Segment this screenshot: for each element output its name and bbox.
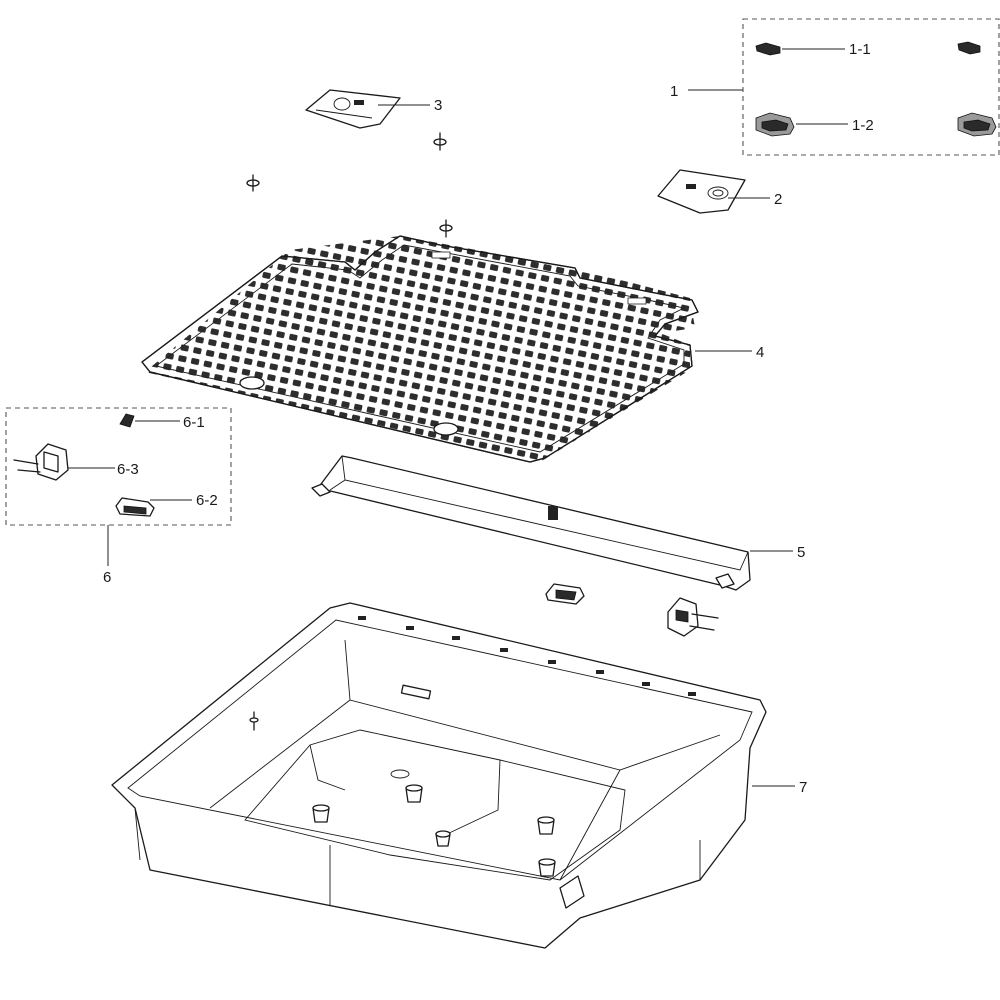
callout-1-1: 1-1	[849, 41, 871, 58]
rail-part-5: 5	[311, 455, 805, 591]
clip-part-1-1-left	[755, 42, 781, 56]
connector-part-6-3: 6-3	[13, 443, 139, 481]
callout-5: 5	[797, 544, 805, 561]
callout-6-3: 6-3	[117, 461, 139, 478]
screw-b	[246, 174, 260, 192]
cover-part-2: 2	[657, 169, 782, 214]
tub-posts	[312, 784, 556, 877]
callout-6-2: 6-2	[196, 492, 218, 509]
clip-part-1-1-right	[957, 41, 981, 55]
cover-part-3: 3	[305, 89, 442, 129]
loose-connector	[667, 597, 719, 637]
callout-3: 3	[434, 97, 442, 114]
kit-box-6: 6	[5, 407, 232, 586]
screw-a	[433, 132, 447, 151]
screw-c	[439, 219, 453, 238]
callout-1-2: 1-2	[852, 117, 874, 134]
pin-part-6-1: 6-1	[119, 413, 205, 431]
callout-2: 2	[774, 191, 782, 208]
callout-7: 7	[799, 779, 807, 796]
kit-box-1: 1	[670, 18, 1000, 156]
callout-6-1: 6-1	[183, 414, 205, 431]
callout-6: 6	[103, 569, 111, 586]
block-part-6-2: 6-2	[115, 492, 218, 517]
callout-4: 4	[756, 344, 764, 361]
tub-part-7: 7	[111, 602, 807, 949]
bracket-part-1-2-right	[957, 112, 997, 137]
callout-1: 1	[670, 83, 678, 100]
bracket-part-1-2-left	[755, 112, 795, 137]
loose-block	[545, 583, 585, 605]
